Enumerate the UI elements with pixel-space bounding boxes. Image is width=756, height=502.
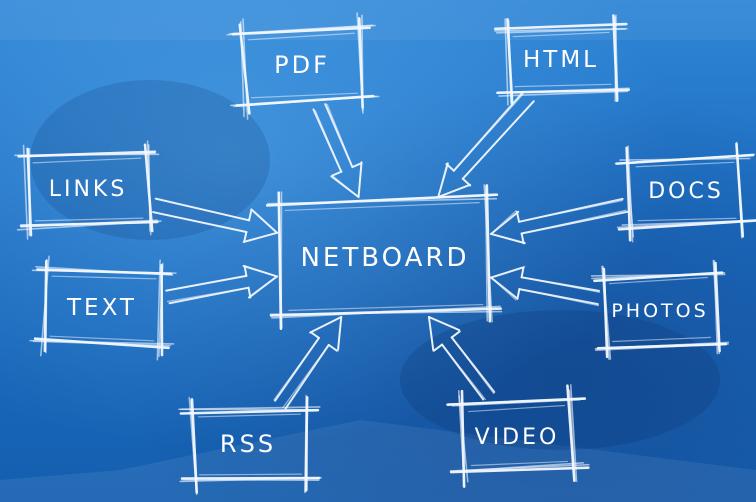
- node-pdf-label: PDF: [274, 51, 330, 79]
- node-rss: RSS: [178, 394, 322, 496]
- connector-arrows: [151, 90, 629, 410]
- arrow-photos-to-center: [490, 265, 601, 307]
- node-boxes: NETBOARD PDF HTML LINKS DOCS TEXT: [14, 12, 756, 496]
- node-html-label: HTML: [523, 47, 599, 73]
- arrow-pdf-to-center: [312, 103, 363, 198]
- node-html-frame: [493, 14, 630, 106]
- node-photos: PHOTOS: [590, 259, 730, 361]
- node-links: LINKS: [14, 140, 162, 240]
- node-docs-label: DOCS: [648, 179, 724, 204]
- node-docs: DOCS: [614, 141, 756, 243]
- arrow-links-to-center: [151, 197, 278, 243]
- node-video: VIDEO: [446, 384, 590, 488]
- node-text-label: TEXT: [66, 295, 137, 321]
- node-rss-frame: [178, 394, 322, 496]
- node-links-frame: [14, 140, 162, 240]
- center-node-frame: [265, 184, 503, 330]
- node-pdf: PDF: [226, 12, 380, 120]
- node-pdf-frame: [226, 12, 380, 120]
- node-links-label: LINKS: [49, 177, 128, 202]
- node-text-frame: [29, 255, 177, 361]
- center-node: NETBOARD: [265, 184, 503, 330]
- center-node-label: NETBOARD: [300, 243, 469, 273]
- node-rss-label: RSS: [220, 430, 276, 458]
- node-photos-label: PHOTOS: [611, 300, 708, 322]
- node-html: HTML: [493, 14, 630, 106]
- node-photos-frame: [590, 259, 730, 361]
- arrow-video-to-center: [427, 316, 496, 401]
- arrow-html-to-center: [437, 90, 535, 198]
- node-text: TEXT: [29, 255, 177, 361]
- arrow-text-to-center: [165, 264, 278, 305]
- node-docs-frame: [614, 141, 756, 243]
- node-video-label: VIDEO: [475, 425, 560, 450]
- node-video-frame: [446, 384, 590, 488]
- arrow-docs-to-center: [490, 197, 629, 245]
- arrow-rss-to-center: [273, 316, 343, 410]
